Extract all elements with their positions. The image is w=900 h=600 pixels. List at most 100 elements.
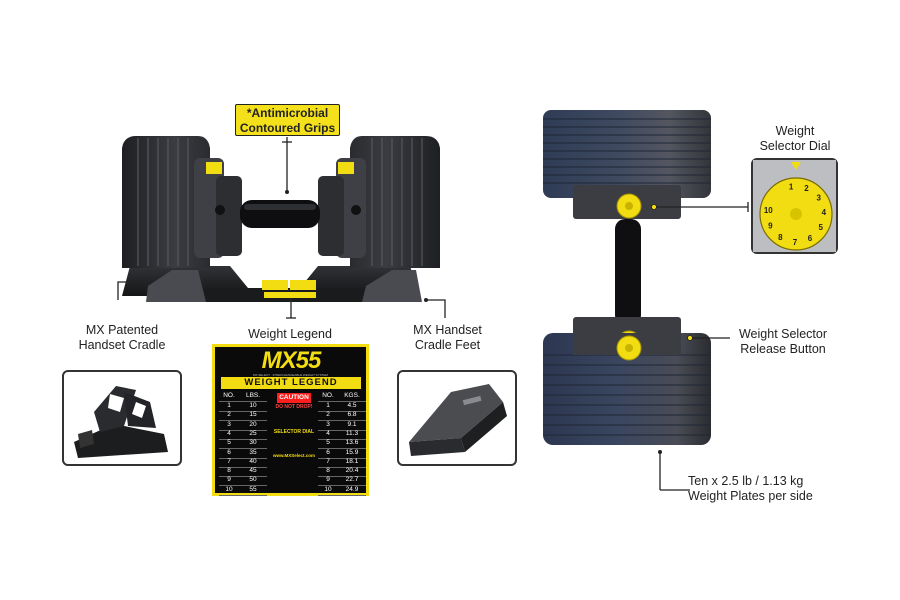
lbs-value-cell: 40 (249, 457, 257, 465)
weight-legend-card: MX55 MX SELECT · INTERCHANGEABLE WEIGHT … (212, 344, 369, 496)
grips-callout: *Antimicrobial Contoured Grips (235, 104, 340, 136)
lbs-no-cell: 8 (227, 467, 231, 475)
kgs-value-cell: 11.3 (345, 429, 359, 437)
cradle-label-line1: MX Patented (85, 323, 159, 337)
release-label: Weight Selector Release Button (723, 327, 843, 357)
kgs-row: 10 24.9 (318, 485, 366, 496)
kgs-value-cell: 9.1 (347, 420, 357, 428)
release-label-line1: Weight Selector (738, 327, 827, 341)
lbs-row: 1 10 (219, 401, 267, 412)
kgs-value-cell: 15.9 (345, 448, 359, 456)
dial-number: 2 (804, 184, 809, 193)
lbs-value-cell: 35 (249, 448, 257, 456)
lbs-value-cell: 10 (249, 402, 257, 409)
plates-label: Ten x 2.5 lb / 1.13 kg Weight Plates per… (688, 474, 848, 504)
lbs-value-cell: 15 (249, 411, 257, 419)
single-dumbbell-illustration (543, 110, 711, 445)
kgs-value-cell: 22.7 (345, 476, 359, 484)
dial-label-line2: Selector Dial (759, 139, 831, 153)
dial-number: 1 (789, 182, 794, 191)
kgs-no-cell: 5 (326, 439, 330, 447)
cradle-label-line2: Handset Cradle (78, 338, 166, 352)
dumbbell-pair-illustration (122, 136, 440, 302)
dial-number: 3 (816, 194, 821, 203)
kgs-no-header: NO. (322, 392, 334, 399)
dial-label-line1: Weight (775, 124, 815, 138)
dial-label: Weight Selector Dial (735, 124, 855, 154)
cradle-inset (62, 370, 182, 466)
plates-label-line2: Weight Plates per side (688, 489, 813, 503)
weight-legend-label: Weight Legend (220, 327, 360, 342)
legend-caution-block: CAUTION DO NOT DROP! SELECTOR DIAL www.M… (268, 391, 320, 491)
kgs-no-cell: 7 (326, 457, 330, 465)
lbs-no-header: NO. (223, 392, 235, 399)
weight-legend-label-text: Weight Legend (248, 327, 332, 341)
lbs-no-cell: 4 (227, 429, 231, 437)
selector-dial-text: SELECTOR DIAL (273, 429, 315, 435)
kgs-no-cell: 10 (324, 485, 332, 493)
lbs-no-cell: 5 (227, 439, 231, 447)
lbs-row: 5 30 (219, 438, 267, 450)
dial-number: 8 (778, 233, 783, 242)
lbs-value-cell: 55 (249, 485, 257, 493)
feet-inset (397, 370, 517, 466)
plates-label-line1: Ten x 2.5 lb / 1.13 kg (688, 474, 804, 488)
dial-number: 9 (768, 221, 773, 230)
feet-label-line1: MX Handset (413, 323, 482, 337)
kgs-header-row: NO. KGS. (318, 391, 366, 402)
cradle-feet-illustration (409, 384, 507, 456)
legend-strip: MX SELECT · INTERCHANGEABLE WEIGHT SYSTE… (252, 373, 329, 377)
lbs-no-cell: 1 (227, 402, 231, 409)
lbs-no-cell: 6 (227, 448, 231, 456)
grips-callout-line2: Contoured Grips (239, 121, 336, 135)
kgs-value-cell: 6.8 (347, 411, 357, 419)
lbs-header: LBS. (245, 392, 261, 399)
kgs-no-cell: 9 (326, 476, 330, 484)
dial-number: 4 (822, 208, 827, 217)
lbs-value-cell: 45 (249, 467, 257, 475)
dial-number: 5 (818, 223, 823, 232)
grips-callout-line1: *Antimicrobial (246, 106, 329, 120)
lbs-value-cell: 20 (249, 420, 257, 428)
kgs-no-cell: 8 (326, 467, 330, 475)
kgs-value-cell: 24.9 (345, 485, 359, 493)
mx55-logo: MX55 (261, 347, 322, 374)
legend-title: WEIGHT LEGEND (221, 377, 361, 389)
kgs-value-cell: 18.1 (345, 457, 359, 465)
feet-label: MX Handset Cradle Feet (390, 323, 505, 353)
lbs-row: 6 35 (219, 448, 267, 459)
kgs-no-cell: 4 (326, 429, 330, 437)
lbs-value-cell: 25 (249, 429, 257, 437)
cradle-illustration (74, 386, 168, 458)
kgs-no-cell: 6 (326, 448, 330, 456)
lbs-no-cell: 10 (225, 485, 233, 493)
kgs-value-cell: 4.5 (347, 402, 357, 409)
lbs-row: 10 55 (219, 485, 267, 496)
kgs-no-cell: 2 (326, 411, 330, 419)
lbs-value-cell: 50 (249, 476, 257, 484)
kgs-value-cell: 13.6 (345, 439, 359, 447)
kgs-no-cell: 1 (326, 402, 330, 409)
kgs-header: KGS. (344, 392, 360, 399)
kgs-no-cell: 3 (326, 420, 330, 428)
lbs-value-cell: 30 (249, 439, 257, 447)
lbs-row: 4 25 (219, 429, 267, 440)
